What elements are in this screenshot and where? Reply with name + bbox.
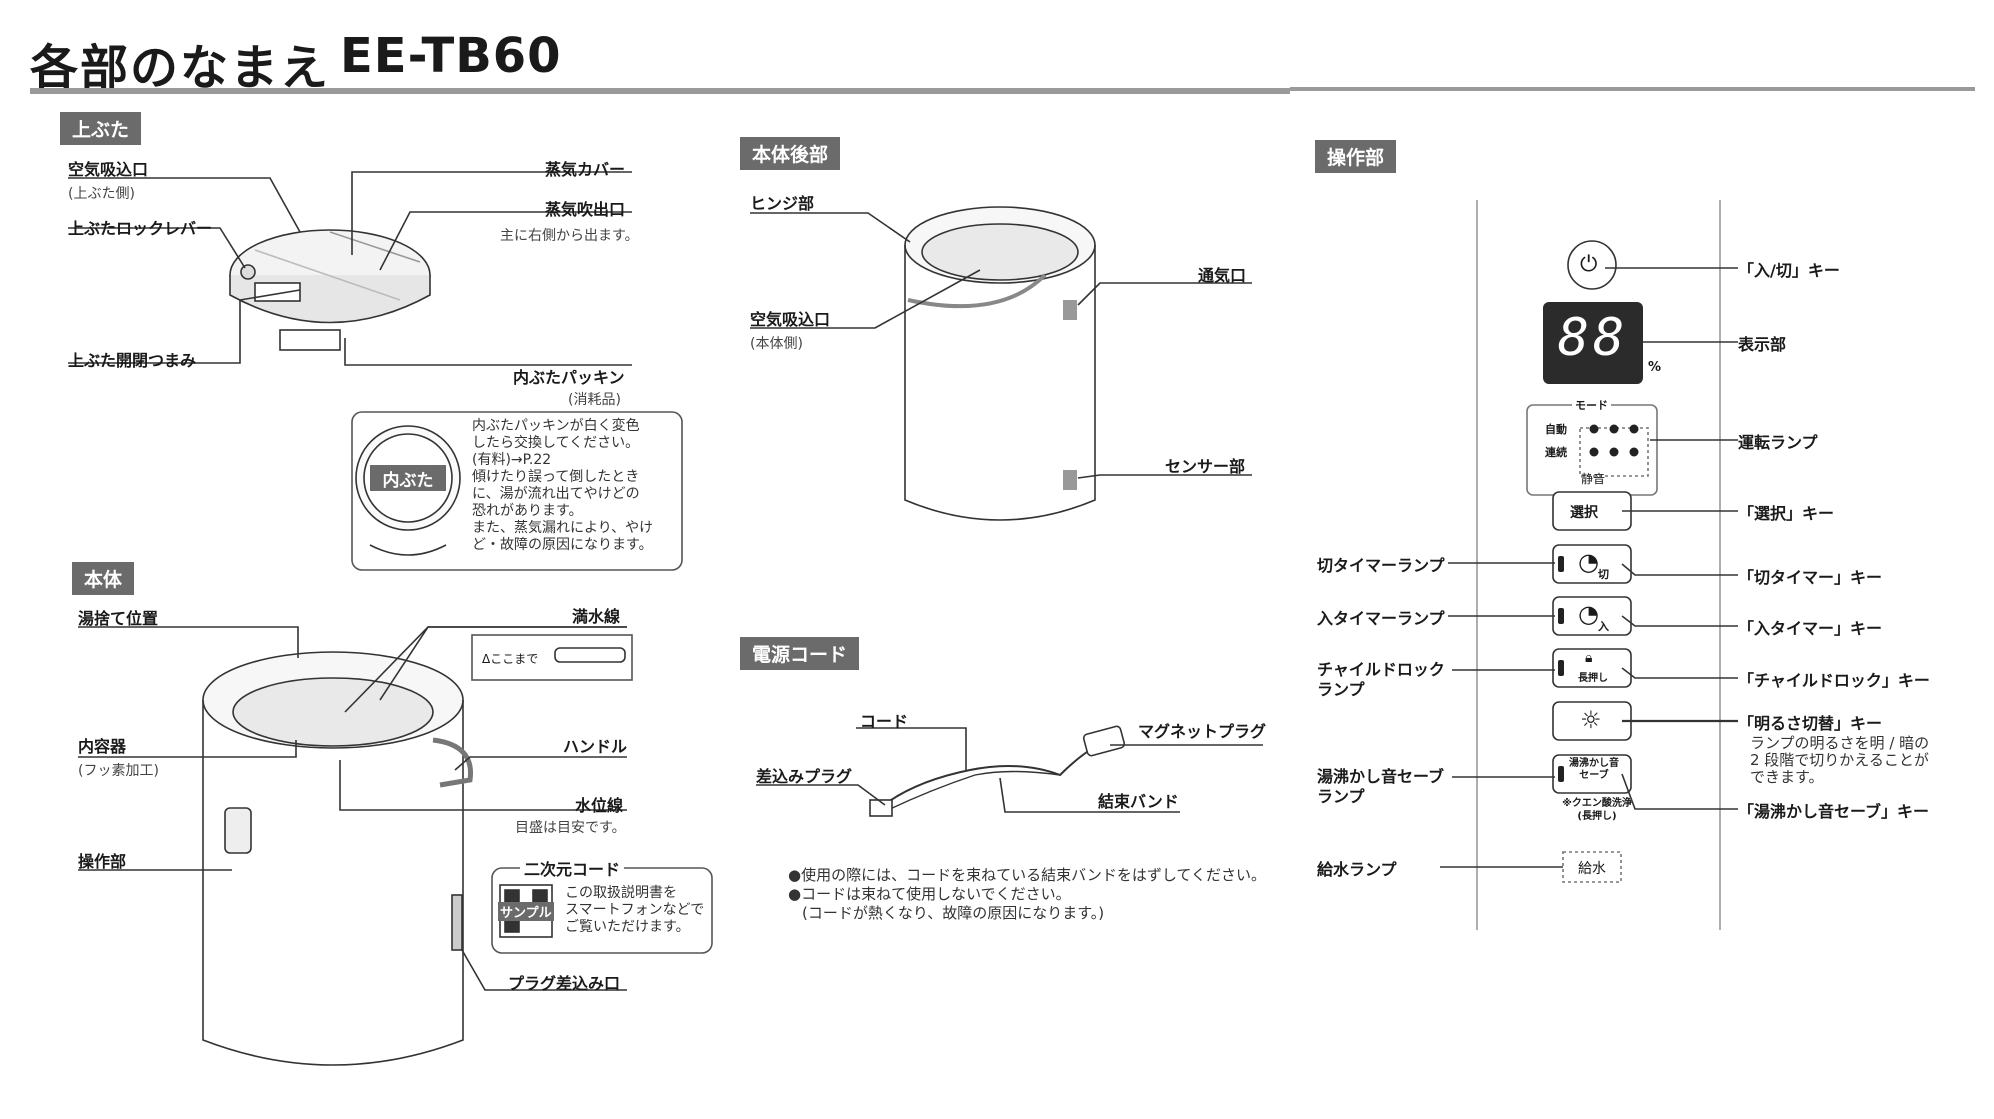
water-lamp-label: 給水ランプ xyxy=(1317,860,1397,879)
section-panel: 操作部 xyxy=(1315,140,1397,173)
page-title: 各部のなまえ xyxy=(30,40,331,96)
off-timer-sub: 切 xyxy=(1598,568,1609,581)
boil-key-label: 「湯沸かし音セーブ」キー xyxy=(1738,802,1930,821)
cord-plug: 差込みプラグ xyxy=(756,767,853,786)
back-sensor: センサー部 xyxy=(1165,457,1246,476)
off-timer-lamp-label: 切タイマーランプ xyxy=(1317,556,1445,575)
lid-steam-outlet-sub: 主に右側から出ます。 xyxy=(500,228,639,244)
lid-air-intake: 空気吸込口 xyxy=(68,160,149,179)
on-timer-sub: 入 xyxy=(1598,620,1609,633)
lid-air-intake-sub: (上ぶた側) xyxy=(68,186,135,202)
mode-auto: 自動 xyxy=(1545,423,1567,436)
cord-magnet-plug: マグネットプラグ xyxy=(1138,722,1267,741)
select-button[interactable]: 選択 xyxy=(1570,505,1598,521)
lid-packing: 内ぶたパッキン xyxy=(513,368,625,387)
body-drain-position: 湯捨て位置 xyxy=(78,609,159,628)
qr-note: この取扱説明書をスマートフォンなどでご覧いただけます。 xyxy=(565,885,705,935)
display-percent: % xyxy=(1648,360,1662,375)
child-lock-button-sub: 長押し xyxy=(1578,673,1608,684)
off-timer-icon[interactable]: ◔ xyxy=(1578,548,1599,576)
section-back: 本体後部 xyxy=(740,137,841,170)
cord-notes: ●使用の際には、コードを束ねている結束バンドをはずしてください。●コードは束ねて… xyxy=(788,866,1266,922)
back-air-intake-sub: (本体側) xyxy=(750,336,803,352)
section-lid: 上ぶた xyxy=(60,112,142,145)
lid-steam-cover: 蒸気カバー xyxy=(545,160,626,179)
body-water-level: 水位線 xyxy=(575,796,624,815)
cord-band: 結束バンド xyxy=(1098,792,1179,811)
back-air-intake: 空気吸込口 xyxy=(750,310,831,329)
boil-save-button[interactable]: 湯沸かし音セーブ xyxy=(1569,758,1619,781)
citric-note: ※クエン酸洗浄(長押し) xyxy=(1562,798,1632,822)
lid-lock-lever: 上ぶたロックレバー xyxy=(68,219,213,238)
water-button: 給水 xyxy=(1578,861,1606,877)
on-timer-lamp-label: 入タイマーランプ xyxy=(1317,609,1445,628)
select-key-label: 「選択」キー xyxy=(1738,504,1835,523)
inner-lid-label: 内ぶた xyxy=(382,471,434,491)
child-lamp-label: チャイルドロックランプ xyxy=(1317,660,1445,699)
body-handle: ハンドル xyxy=(563,737,628,756)
on-timer-icon[interactable]: ◔ xyxy=(1578,600,1599,628)
section-cord: 電源コード xyxy=(740,637,860,670)
back-vent: 通気口 xyxy=(1198,266,1247,285)
qr-title: 二次元コード xyxy=(520,856,625,880)
off-timer-key-label: 「切タイマー」キー xyxy=(1738,568,1883,587)
mode-title: モード xyxy=(1572,397,1611,413)
body-inner-container-sub: (フッ素加工) xyxy=(78,763,159,779)
power-icon[interactable]: ⏻ xyxy=(1580,252,1598,277)
brightness-icon[interactable]: ☼ xyxy=(1580,706,1602,734)
title-rule-right xyxy=(1290,87,1975,91)
child-key-label: 「チャイルドロック」キー xyxy=(1738,671,1930,690)
lid-open-knob: 上ぶた開閉つまみ xyxy=(68,351,197,370)
cord-cord: コード xyxy=(860,712,909,731)
body-full-line: 満水線 xyxy=(572,607,621,626)
body-control: 操作部 xyxy=(78,852,127,871)
model-number: EE-TB60 xyxy=(340,28,562,84)
qr-sample: サンプル xyxy=(498,902,554,921)
mode-continuous: 連続 xyxy=(1545,446,1567,459)
lid-steam-outlet: 蒸気吹出口 xyxy=(545,200,626,219)
title-rule xyxy=(30,88,1290,94)
body-water-level-sub: 目盛は目安です。 xyxy=(515,820,626,836)
on-timer-key-label: 「入タイマー」キー xyxy=(1738,619,1883,638)
brightness-key-label: 「明るさ切替」キー xyxy=(1738,714,1883,733)
display-label: 表示部 xyxy=(1738,335,1787,354)
back-hinge: ヒンジ部 xyxy=(750,194,815,213)
display-digits: 88 xyxy=(1557,308,1629,368)
body-inner-container: 内容器 xyxy=(78,737,127,756)
boil-lamp-label: 湯沸かし音セーブランプ xyxy=(1317,767,1445,806)
lock-icon[interactable]: 🔒︎ xyxy=(1585,650,1593,666)
lid-packing-sub: (消耗品) xyxy=(568,392,621,408)
power-key-label: 「入/切」キー xyxy=(1738,261,1840,280)
full-line-mark: Δここまで xyxy=(482,652,539,666)
run-lamp-label: 運転ランプ xyxy=(1738,433,1818,452)
section-body: 本体 xyxy=(72,562,135,595)
body-plug-socket: プラグ差込み口 xyxy=(508,974,621,993)
mode-quiet: 静音 xyxy=(1581,472,1606,486)
